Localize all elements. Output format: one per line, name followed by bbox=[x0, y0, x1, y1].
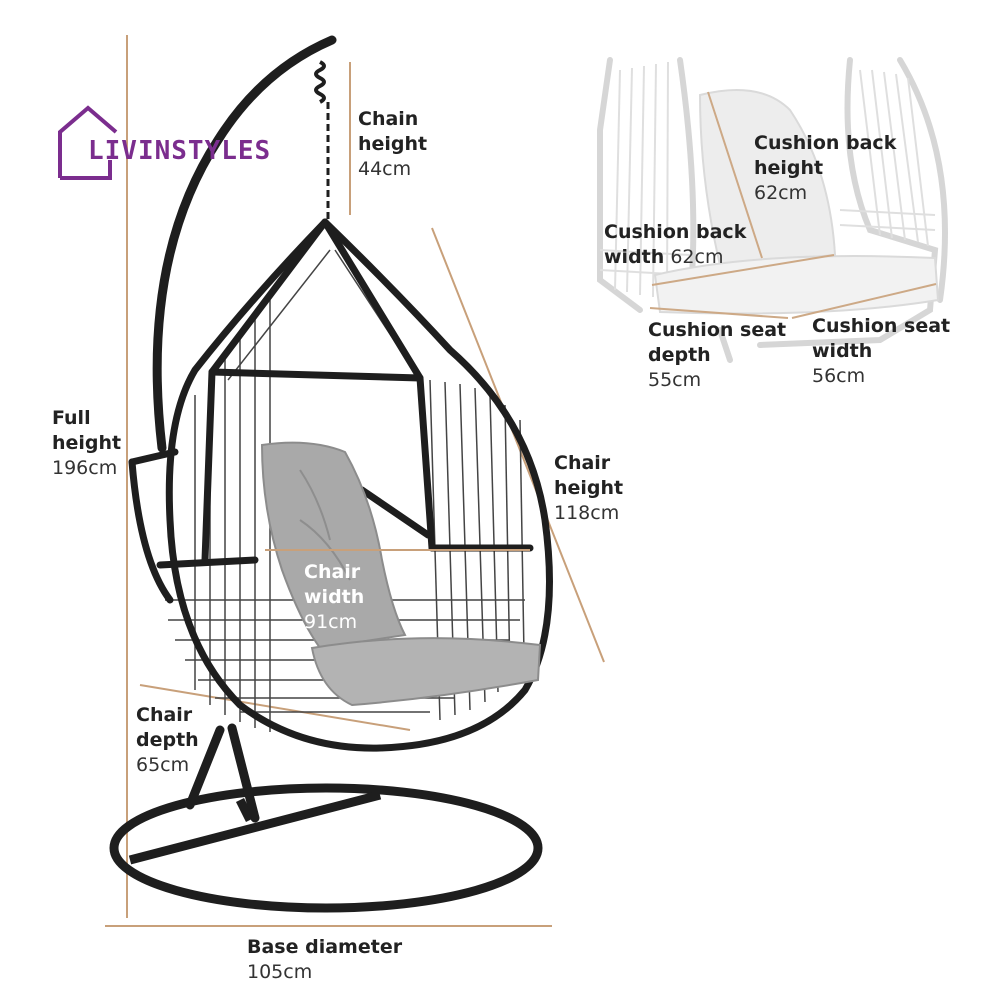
base-diameter-label: Base diameter 105cm bbox=[247, 936, 403, 983]
cushion-detail-inset bbox=[597, 57, 948, 363]
back-cushion bbox=[260, 441, 407, 650]
wicker-basket bbox=[128, 218, 553, 752]
chair-height-label: Chair height 118cm bbox=[554, 452, 624, 524]
logo-house-icon bbox=[58, 105, 118, 180]
seat-cushion bbox=[310, 637, 542, 707]
hanging-chain bbox=[314, 60, 330, 220]
chair-stand bbox=[152, 35, 337, 823]
chair-base bbox=[109, 783, 543, 913]
chair-depth-label: Chair depth 65cm bbox=[136, 704, 199, 776]
chain-height-label: Chain height 44cm bbox=[358, 108, 428, 180]
cushion-back-width-label: Cushion back width 62cm bbox=[604, 221, 747, 268]
cushion-back-height-label: Cushion back height 62cm bbox=[754, 132, 897, 204]
chair-width-label: Chair width 91cm bbox=[304, 561, 365, 633]
full-height-label: Full height 196cm bbox=[52, 407, 122, 479]
cushion-seat-depth-label: Cushion seat depth 55cm bbox=[648, 319, 787, 391]
dimension-lines bbox=[105, 35, 605, 927]
brand-logo-text: LIVINSTYLES bbox=[88, 136, 272, 166]
cushion-seat-width-label: Cushion seat width 56cm bbox=[812, 315, 951, 387]
